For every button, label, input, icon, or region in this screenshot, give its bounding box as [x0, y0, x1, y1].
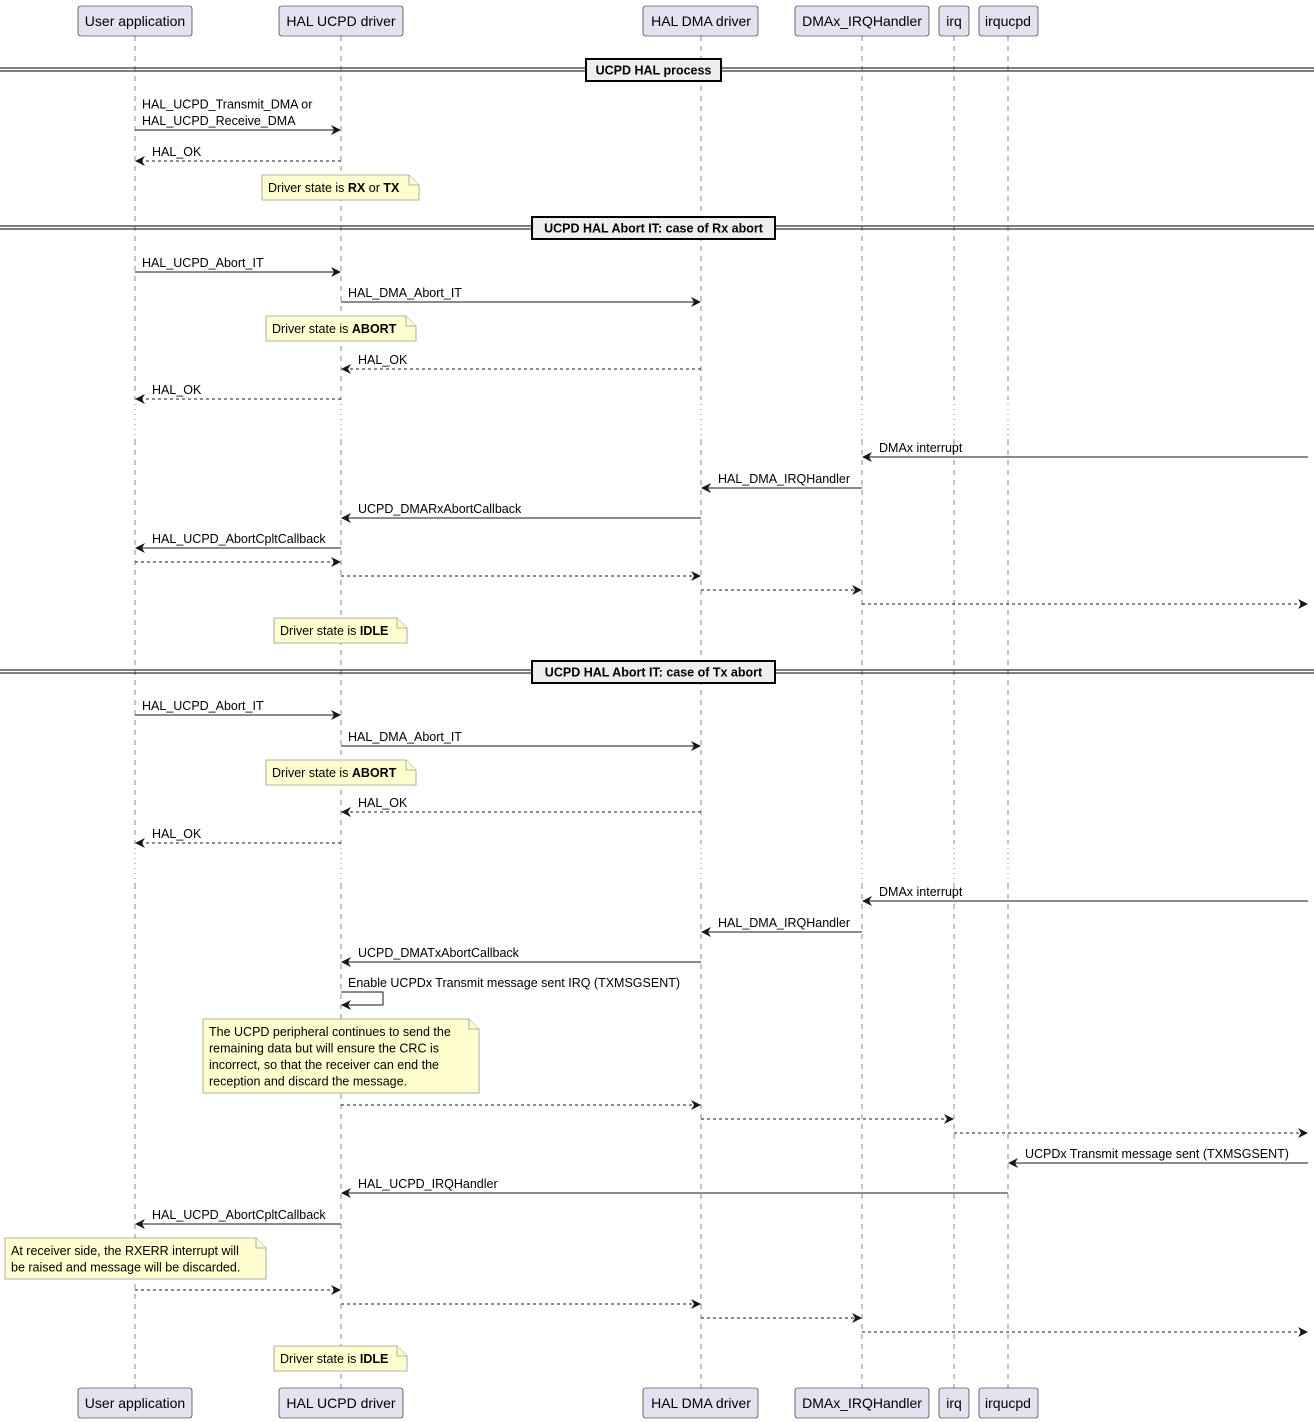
note-line: incorrect, so that the receiver can end … [209, 1058, 439, 1072]
divider-tx_abort: UCPD HAL Abort IT: case of Tx abort [0, 660, 1314, 684]
participant-label: DMAx_IRQHandler [802, 13, 922, 29]
message-label: HAL_UCPD_Transmit_DMA or [142, 98, 312, 112]
participant-dmairq-top: DMAx_IRQHandler [794, 5, 930, 37]
message-m2: HAL_OK [135, 145, 341, 166]
message-label: HAL_UCPD_Abort_IT [142, 256, 264, 270]
message-label: DMAx interrupt [879, 441, 963, 455]
message-m27: HAL_UCPD_IRQHandler [341, 1177, 1008, 1198]
note-line: Driver state is RX or TX [268, 181, 400, 195]
participant-user-bottom: User application [77, 1387, 193, 1419]
note-n4: Driver state is ABORT [265, 759, 417, 786]
note-n3: Driver state is IDLE [273, 617, 408, 644]
message-label: DMAx interrupt [879, 885, 963, 899]
participant-dmairq-bottom: DMAx_IRQHandler [794, 1387, 930, 1419]
participant-label: HAL UCPD driver [286, 1395, 396, 1411]
participant-label: User application [85, 1395, 185, 1411]
participant-label: HAL DMA driver [651, 13, 751, 29]
message-label: HAL_UCPD_AbortCpltCallback [152, 532, 326, 546]
message-m19: DMAx interrupt [862, 885, 1308, 906]
participant-user-top: User application [77, 5, 193, 37]
message-m20: HAL_DMA_IRQHandler [701, 916, 862, 937]
note-line: Driver state is ABORT [272, 766, 397, 780]
message-m26: UCPDx Transmit message sent (TXMSGSENT) [1008, 1147, 1308, 1168]
note-line: Driver state is ABORT [272, 322, 397, 336]
note-line: reception and discard the message. [209, 1075, 407, 1089]
participant-irq-top: irq [938, 5, 970, 37]
divider-label: UCPD HAL Abort IT: case of Rx abort [544, 222, 764, 236]
message-label: HAL_UCPD_AbortCpltCallback [152, 1208, 326, 1222]
participant-label: HAL UCPD driver [286, 13, 396, 29]
message-m5: HAL_OK [341, 353, 701, 374]
participant-label: irqucpd [985, 1395, 1031, 1411]
message-m10: HAL_UCPD_AbortCpltCallback [135, 532, 341, 553]
message-label: HAL_UCPD_Abort_IT [142, 699, 264, 713]
divider-process: UCPD HAL process [0, 58, 1314, 82]
message-label: HAL_DMA_Abort_IT [348, 730, 462, 744]
message-m15: HAL_UCPD_Abort_IT [135, 699, 341, 720]
message-m16: HAL_DMA_Abort_IT [341, 730, 701, 751]
note-n2: Driver state is ABORT [265, 315, 417, 342]
message-m22: Enable UCPDx Transmit message sent IRQ (… [341, 976, 680, 1010]
divider-rx_abort: UCPD HAL Abort IT: case of Rx abort [0, 216, 1314, 240]
note-line: be raised and message will be discarded. [11, 1261, 240, 1275]
message-label: HAL_OK [152, 383, 202, 397]
message-m4: HAL_DMA_Abort_IT [341, 286, 701, 307]
message-m1: HAL_UCPD_Transmit_DMA or HAL_UCPD_Receive… [135, 98, 341, 135]
message-m21: UCPD_DMATxAbortCallback [341, 946, 701, 967]
message-label: HAL_OK [358, 353, 408, 367]
note-line: remaining data but will ensure the CRC i… [209, 1042, 439, 1056]
message-label: HAL_DMA_IRQHandler [718, 472, 850, 486]
message-label: UCPD_DMATxAbortCallback [358, 946, 520, 960]
message-m8: HAL_DMA_IRQHandler [701, 472, 862, 493]
participant-irq-bottom: irq [938, 1387, 970, 1419]
participant-dma-top: HAL DMA driver [642, 5, 759, 37]
message-m17: HAL_OK [341, 796, 701, 817]
message-m3: HAL_UCPD_Abort_IT [135, 256, 341, 277]
message-label: HAL_OK [152, 145, 202, 159]
divider-label: UCPD HAL process [596, 64, 712, 78]
note-n5: The UCPD peripheral continues to send th… [202, 1018, 480, 1094]
participant-label: irqucpd [985, 13, 1031, 29]
message-m9: UCPD_DMARxAbortCallback [341, 502, 701, 523]
message-label: Enable UCPDx Transmit message sent IRQ (… [348, 976, 680, 990]
message-label: UCPDx Transmit message sent (TXMSGSENT) [1025, 1147, 1289, 1161]
message-label: HAL_DMA_IRQHandler [718, 916, 850, 930]
participant-label: DMAx_IRQHandler [802, 1395, 922, 1411]
message-m7: DMAx interrupt [862, 441, 1308, 462]
participant-label: HAL DMA driver [651, 1395, 751, 1411]
note-line: The UCPD peripheral continues to send th… [209, 1025, 451, 1039]
message-label: HAL_OK [152, 827, 202, 841]
participant-label: User application [85, 13, 185, 29]
message-label: UCPD_DMARxAbortCallback [358, 502, 522, 516]
participant-irqucpd-bottom: irqucpd [978, 1387, 1039, 1419]
message-m6: HAL_OK [135, 383, 341, 404]
message-m18: HAL_OK [135, 827, 341, 848]
participant-irqucpd-top: irqucpd [978, 5, 1039, 37]
note-line: Driver state is IDLE [280, 624, 388, 638]
message-label: HAL_UCPD_Receive_DMA [142, 114, 296, 128]
message-label: HAL_UCPD_IRQHandler [358, 1177, 498, 1191]
self-message-arrow [341, 991, 384, 1010]
note-n6: At receiver side, the RXERR interrupt wi… [4, 1237, 267, 1280]
note-n7: Driver state is IDLE [273, 1345, 408, 1372]
participant-ucpd-top: HAL UCPD driver [278, 5, 404, 37]
message-label: HAL_OK [358, 796, 408, 810]
divider-label: UCPD HAL Abort IT: case of Tx abort [545, 666, 763, 680]
message-m28: HAL_UCPD_AbortCpltCallback [135, 1208, 341, 1229]
participant-dma-bottom: HAL DMA driver [642, 1387, 759, 1419]
note-line: At receiver side, the RXERR interrupt wi… [11, 1244, 239, 1258]
note-n1: Driver state is RX or TX [261, 174, 420, 201]
note-line: Driver state is IDLE [280, 1352, 388, 1366]
participant-ucpd-bottom: HAL UCPD driver [278, 1387, 404, 1419]
message-label: HAL_DMA_Abort_IT [348, 286, 462, 300]
participant-label: irq [946, 1395, 962, 1411]
participant-label: irq [946, 13, 962, 29]
